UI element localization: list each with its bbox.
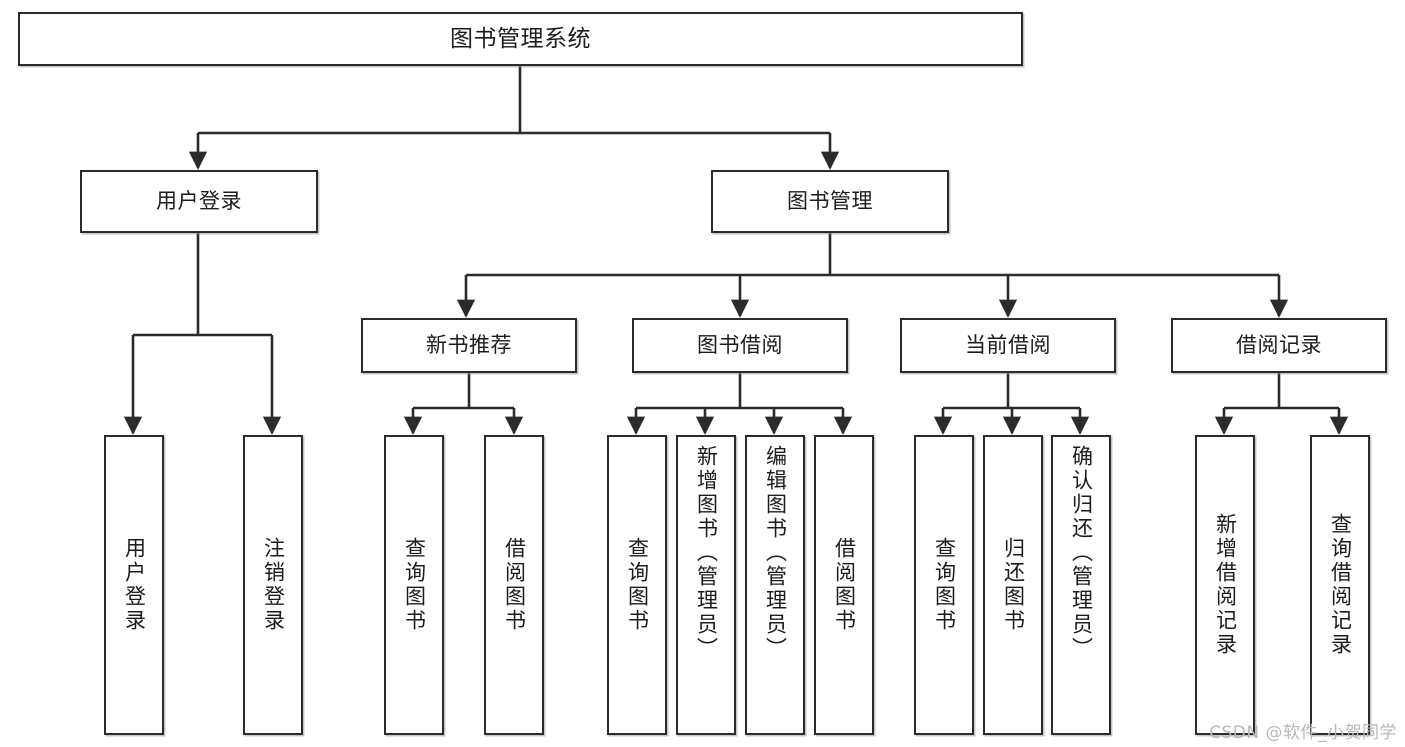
node-label: 借阅图书 [832,537,857,633]
leaf-borrow-record-add-record[interactable]: 新增借阅记录 [1195,435,1255,735]
node-label: 用户登录 [122,537,147,633]
node-label: 查询图书 [402,537,427,633]
node-user-login[interactable]: 用户登录 [80,170,318,233]
node-label: 借阅记录 [1236,333,1322,358]
leaf-book-borrow-edit-book-admin[interactable]: 编辑图书（管理员） [745,435,805,735]
node-label: 新增借阅记录 [1213,513,1238,657]
leaf-borrow-record-query-record[interactable]: 查询借阅记录 [1310,435,1370,735]
node-label: 查询图书 [625,537,650,633]
leaf-user-login-logout[interactable]: 注销登录 [243,435,303,735]
leaf-user-login-login[interactable]: 用户登录 [104,435,164,735]
node-label: 图书管理 [787,189,873,214]
leaf-current-borrow-confirm-return-admin[interactable]: 确认归还（管理员） [1051,435,1111,735]
node-label: 用户登录 [156,189,242,214]
node-label: 当前借阅 [965,333,1051,358]
node-label: 图书借阅 [697,333,783,358]
node-book-borrow[interactable]: 图书借阅 [632,318,848,373]
leaf-current-borrow-return-book[interactable]: 归还图书 [983,435,1043,735]
node-label: 新书推荐 [426,333,512,358]
node-borrow-record[interactable]: 借阅记录 [1171,318,1387,373]
leaf-current-borrow-query-book[interactable]: 查询图书 [914,435,974,735]
node-label: 新增图书（管理员） [694,445,719,661]
node-root-book-management-system[interactable]: 图书管理系统 [18,12,1023,66]
node-label: 图书管理系统 [450,25,591,52]
leaf-book-borrow-add-book-admin[interactable]: 新增图书（管理员） [676,435,736,735]
node-label: 注销登录 [261,537,286,633]
node-book-management[interactable]: 图书管理 [711,170,949,233]
node-label: 借阅图书 [502,537,527,633]
node-new-book-recommend[interactable]: 新书推荐 [361,318,577,373]
watermark-text: CSDN @软件_小贺同学 [1209,723,1397,743]
node-current-borrow[interactable]: 当前借阅 [900,318,1116,373]
node-label: 查询图书 [932,537,957,633]
leaf-new-book-borrow-book[interactable]: 借阅图书 [484,435,544,735]
leaf-book-borrow-query-book[interactable]: 查询图书 [607,435,667,735]
node-label: 归还图书 [1001,537,1026,633]
leaf-book-borrow-borrow-book[interactable]: 借阅图书 [814,435,874,735]
node-label: 确认归还（管理员） [1069,445,1094,661]
node-label: 编辑图书（管理员） [763,445,788,661]
node-label: 查询借阅记录 [1328,513,1353,657]
leaf-new-book-query-book[interactable]: 查询图书 [384,435,444,735]
